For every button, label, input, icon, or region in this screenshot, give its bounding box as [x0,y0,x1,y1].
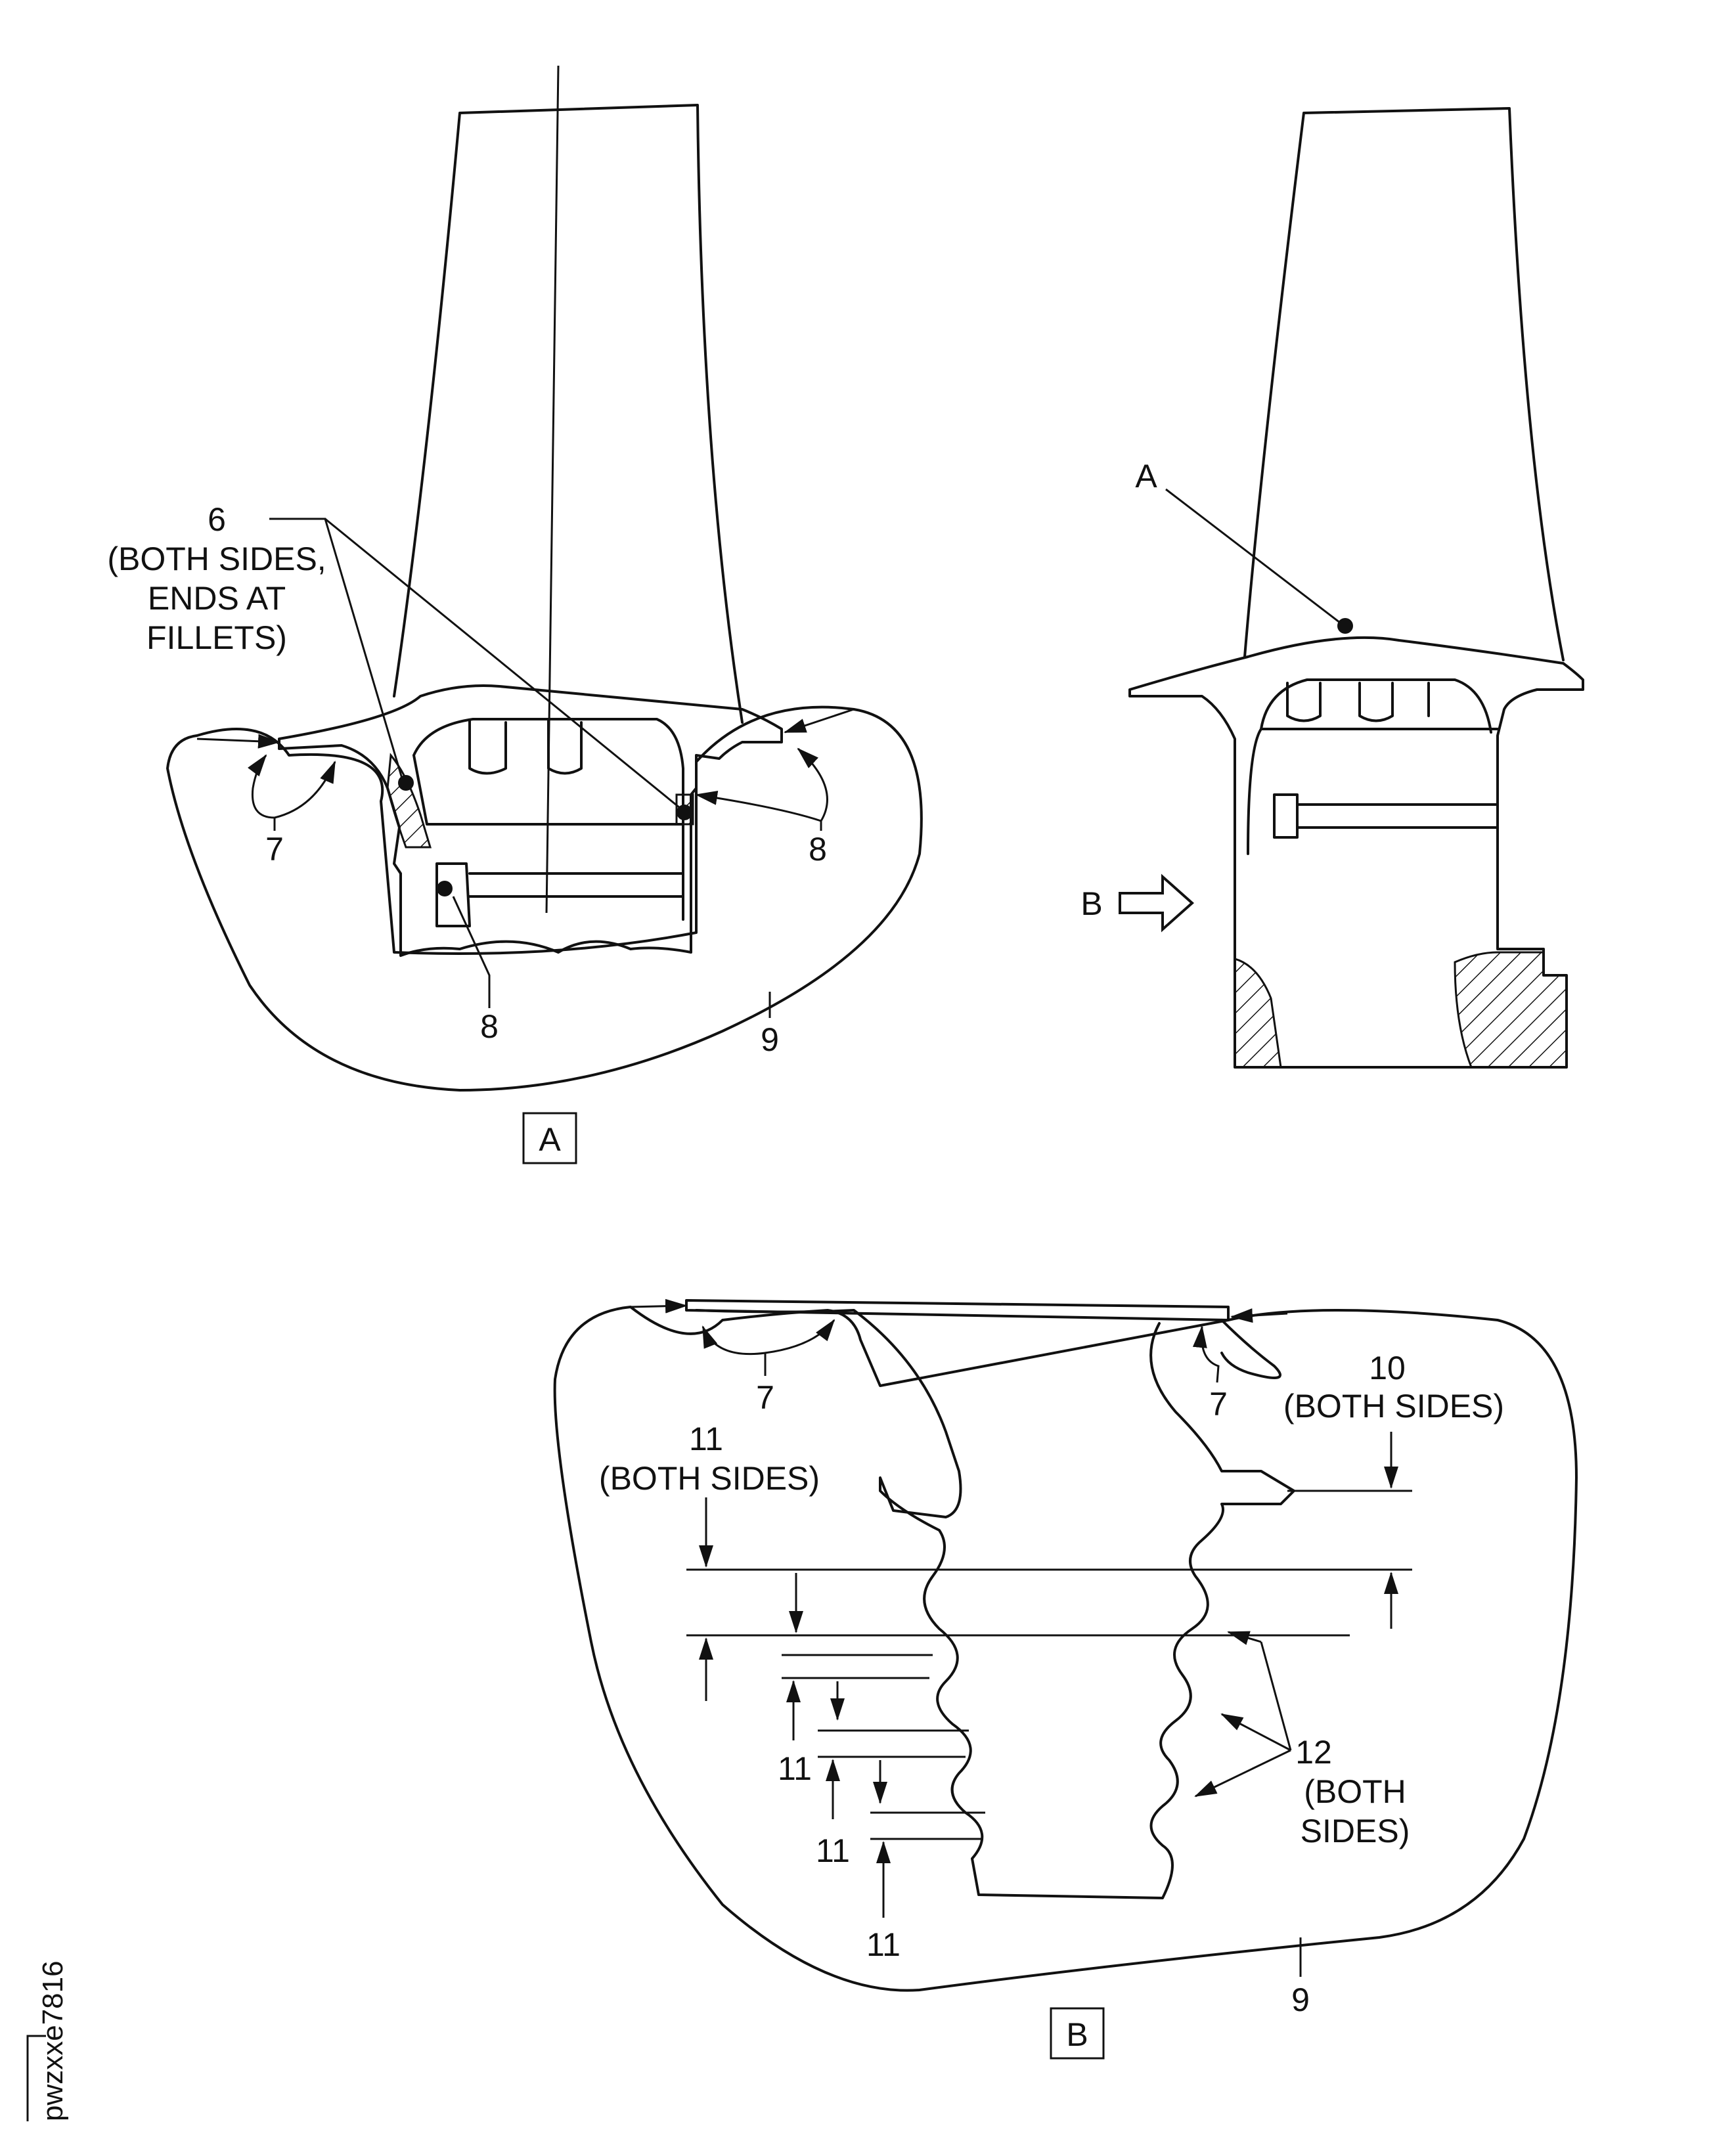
callout-11-b: 11 [816,1832,850,1869]
location-dot-6-right [677,805,692,820]
cavity-ribs [468,720,583,775]
cooling-slot [435,862,684,927]
side-cavity [1247,678,1499,855]
location-dot-6-left [398,775,414,791]
view-label-b: B [1066,2016,1088,2053]
airfoil-outline [393,104,744,724]
leader-8-top [695,790,822,831]
leader-8-bottom [452,896,491,1008]
view-label-b-box [1050,2007,1105,2060]
callout-9-a: 9 [761,1021,779,1058]
leader-7-b [274,761,336,819]
callout-9-b: 9 [1291,1981,1310,2018]
callout-6-line2: ENDS AT [148,580,286,617]
side-hatch-right [1454,951,1568,1069]
detail-a-view: 6 (BOTH SIDES, ENDS AT FILLETS) 7 8 8 9 … [107,65,923,1164]
inspection-zone-boundary-9-b [553,1306,1578,1992]
center-line [545,65,560,914]
leader-12 [1260,1641,1292,1751]
figure-id-bracket [26,2035,46,2121]
inner-cavity [412,718,684,921]
callout-12-note1: (BOTH [1304,1773,1406,1810]
leader-8-top-b [797,747,828,822]
b-leader-7-left-c [630,1298,688,1314]
callout-6-line1: (BOTH SIDES, [107,541,326,577]
callout-12-note2: SIDES) [1301,1813,1410,1849]
side-hatch-left [1234,958,1282,1069]
b-leader-7-left-b [765,1319,835,1354]
b-leader-7-right-c [1230,1308,1288,1323]
b-leader-7-right [1192,1325,1220,1383]
callout-11-a: 11 [778,1750,812,1787]
b-callout-7-right: 7 [1209,1386,1228,1423]
b-fir-tree-root [695,1309,1295,1899]
leader-7-c [196,734,280,749]
side-ribs [1286,682,1430,722]
view-arrow-b [1119,873,1195,933]
b-top-pocket-right [1220,1319,1281,1379]
callout-11-note: (BOTH SIDES) [599,1460,820,1497]
leader-12-b [1220,1713,1291,1752]
section-a-leader [1165,488,1341,624]
callout-10: 10 [1369,1350,1406,1386]
leader-12-a [1227,1631,1262,1645]
callout-6-line3: FILLETS) [146,619,287,656]
side-airfoil [1243,107,1565,661]
hatched-area-left [386,753,432,849]
section-pointer-a: A [1135,458,1157,495]
view-label-a-box [522,1112,577,1164]
platform [278,684,783,957]
callout-11-c: 11 [866,1926,901,1963]
inspection-zone-boundary-9 [166,705,923,1092]
view-label-a: A [539,1121,561,1158]
leader-7 [248,754,276,831]
callout-8-a: 8 [809,831,827,868]
location-dot-8 [437,881,453,896]
b-callout-7-left: 7 [756,1379,774,1416]
leader-6-b [324,518,680,809]
figure-id-group: pwzxxe7816 [26,1960,69,2121]
leader-12-c [1194,1749,1291,1798]
side-slot [1273,793,1499,839]
leader-8-c [784,708,855,734]
callout-6: 6 [208,501,226,538]
side-view: A B [1080,107,1584,1069]
b-leader-7-left [701,1325,767,1376]
b-platform [685,1299,1230,1321]
callout-7-a: 7 [265,831,284,868]
callout-10-note: (BOTH SIDES) [1283,1388,1504,1425]
view-arrow-label-b: B [1080,885,1102,922]
figure-id: pwzxxe7816 [37,1960,69,2121]
callout-11-head: 11 [689,1421,723,1457]
callout-8-b: 8 [480,1008,499,1045]
callout-12: 12 [1295,1734,1332,1771]
section-a-dot [1337,618,1353,634]
detail-b-view: 7 7 10 (BOTH SIDES) 11 (BOTH SIDES) 11 1… [553,1298,1578,2060]
